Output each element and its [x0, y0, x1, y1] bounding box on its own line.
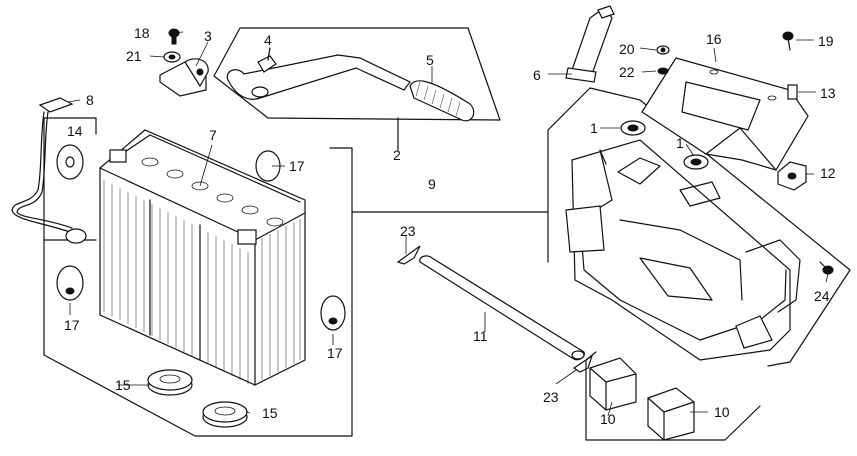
- battery: [99, 129, 306, 386]
- bracket-16: [641, 57, 809, 171]
- callout-6: 6: [533, 67, 541, 83]
- cushion-17-left: [56, 265, 84, 301]
- callout-10: 10: [714, 404, 730, 420]
- clamp-3: [159, 58, 209, 97]
- callout-15: 15: [262, 405, 278, 421]
- strap-6: [565, 5, 615, 83]
- kick-lever: [226, 54, 411, 100]
- callout-17: 17: [289, 158, 305, 174]
- pedal-rubber-5: [409, 80, 475, 122]
- callout-24: 24: [814, 288, 830, 304]
- cushion-10-b: [647, 387, 695, 441]
- nut-20: [656, 45, 670, 55]
- cushion-15-a: [147, 369, 193, 396]
- callout-22: 22: [619, 64, 635, 80]
- battery-holder: [565, 139, 801, 361]
- cushion-15-b: [202, 401, 248, 428]
- callout-20: 20: [619, 41, 635, 57]
- callout-11: 11: [473, 328, 488, 344]
- callout-10: 10: [600, 411, 616, 427]
- callout-8: 8: [86, 92, 94, 108]
- callout-23: 23: [400, 223, 416, 239]
- callout-12: 12: [820, 165, 836, 181]
- nut-12: [777, 161, 807, 191]
- callout-7: 7: [209, 127, 217, 143]
- callout-18: 18: [134, 25, 150, 41]
- callout-13: 13: [820, 85, 836, 101]
- grommet-1-b: [683, 154, 709, 170]
- callout-2: 2: [393, 147, 401, 163]
- battery-cable: [11, 97, 87, 244]
- callout-1: 1: [590, 120, 598, 136]
- callout-1: 1: [676, 135, 684, 151]
- kick-lever-outline: [213, 27, 501, 151]
- bolt-19: [782, 31, 794, 51]
- screw-18: [168, 28, 180, 45]
- grommet-1-a: [620, 120, 646, 136]
- callout-3: 3: [204, 28, 212, 44]
- washer-21: [163, 51, 181, 63]
- callout-16: 16: [706, 31, 722, 47]
- callout-21: 21: [126, 48, 142, 64]
- leader-lines: [67, 31, 829, 417]
- bolt-24: [819, 261, 834, 275]
- callout-17: 17: [327, 345, 343, 361]
- cap-13: [787, 84, 798, 100]
- callout-19: 19: [818, 33, 834, 49]
- pin-23-upper: [396, 245, 421, 265]
- callout-23: 23: [543, 389, 559, 405]
- right-group-outline: [547, 87, 851, 441]
- shaft-11: [419, 255, 585, 361]
- callout-5: 5: [426, 52, 434, 68]
- callout-15: 15: [115, 377, 131, 393]
- cushion-17-right: [320, 295, 346, 331]
- cushion-10-a: [589, 357, 637, 411]
- callout-14: 14: [67, 123, 83, 139]
- washer-22: [657, 67, 669, 75]
- callout-4: 4: [264, 32, 272, 48]
- callout-17: 17: [64, 317, 80, 333]
- grommet-14: [56, 144, 84, 180]
- callout-9: 9: [428, 176, 436, 192]
